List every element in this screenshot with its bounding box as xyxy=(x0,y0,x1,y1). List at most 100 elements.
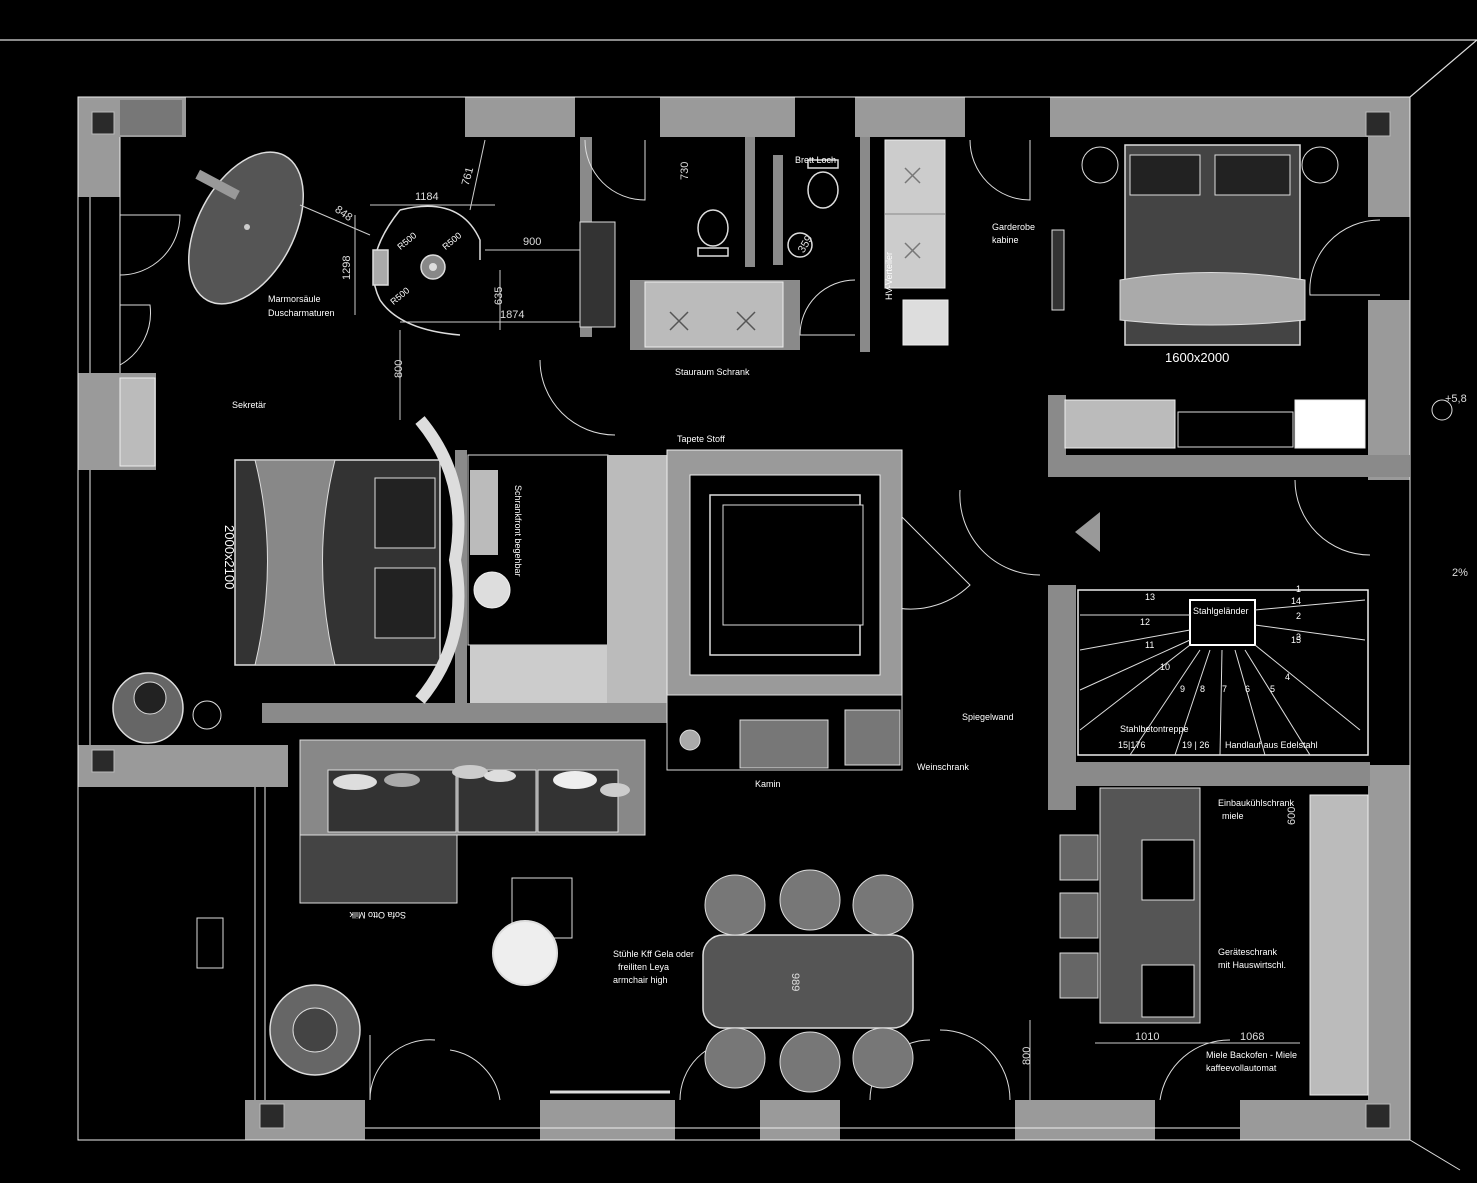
dim-989: 989 xyxy=(789,973,801,991)
stair-step-11: 11 xyxy=(1145,640,1154,650)
frame-corner-line-2 xyxy=(1409,1139,1461,1171)
dim-635: 635 xyxy=(493,287,505,305)
stair-step-8: 8 xyxy=(1200,684,1205,694)
stair-step-5: 5 xyxy=(1270,684,1275,694)
label-stuehle1: Stühle Kff Gela oder xyxy=(613,949,694,959)
label-treppe-dim2: 19 | 26 xyxy=(1182,740,1209,750)
tv-screen xyxy=(722,504,864,626)
label-stuehle2: freiliten Leya xyxy=(618,962,669,972)
sofa xyxy=(299,739,646,904)
guest-bench xyxy=(1177,411,1294,448)
lounge-chair xyxy=(269,984,361,1076)
coffee-table xyxy=(492,920,558,986)
dim-1068: 1068 xyxy=(1240,1031,1264,1043)
stair-step-3: 3 xyxy=(1296,632,1301,642)
label-miele1: Miele Backofen - Miele xyxy=(1206,1050,1297,1060)
closet-cabinet-side xyxy=(607,455,667,703)
kitchen-cabinets xyxy=(1309,794,1369,1096)
label-duscharmaturen: Duscharmaturen xyxy=(268,308,335,318)
label-slope: 2% xyxy=(1452,567,1468,579)
stauraum-cabinet xyxy=(644,281,784,348)
dim-800: 800 xyxy=(393,360,405,378)
kamin-sink xyxy=(679,729,701,751)
guest-cabinet xyxy=(1294,399,1366,449)
label-garderobe2: kabine xyxy=(992,235,1019,245)
dim-1010: 1010 xyxy=(1135,1031,1159,1043)
stair-step-7: 7 xyxy=(1222,684,1227,694)
label-weinschrank: Weinschrank xyxy=(917,762,969,772)
island-cooktop xyxy=(1141,839,1195,901)
label-geraete2: mit Hauswirtschl. xyxy=(1218,960,1286,970)
staircase xyxy=(1077,589,1369,756)
stair-step-4: 4 xyxy=(1285,672,1290,682)
frame-corner-line xyxy=(1409,39,1477,98)
dim-r500b: R500 xyxy=(440,230,463,251)
weinschrank xyxy=(844,709,901,766)
dim-730: 730 xyxy=(679,162,691,180)
label-spiegelwand: Spiegelwand xyxy=(962,712,1014,722)
bathtub xyxy=(187,151,305,305)
label-tapete: Tapete Stoff xyxy=(677,434,725,444)
island-sink xyxy=(1141,964,1195,1018)
hv-crosses xyxy=(904,167,921,259)
closet-pouf xyxy=(473,571,511,609)
dim-900: 900 xyxy=(523,236,541,248)
label-garderobe1: Garderobe xyxy=(992,222,1035,232)
guest-desk xyxy=(1064,399,1176,449)
shower-dims xyxy=(299,139,590,420)
label-sofa: Sofa Otto Milk xyxy=(349,910,406,920)
kamin xyxy=(739,719,829,769)
label-stahlgelaender: Stahlgeländer xyxy=(1193,606,1249,616)
shoe-rack xyxy=(902,299,949,346)
dining-table xyxy=(702,934,914,1029)
dining-chairs xyxy=(704,869,914,1093)
label-bed-master: 2000x2100 xyxy=(222,525,237,589)
stair-step-1: 1 xyxy=(1296,584,1301,594)
sideboard xyxy=(196,917,224,969)
dim-r500a: R500 xyxy=(395,230,418,251)
garderobe-rail xyxy=(1051,229,1065,311)
armchair-bedroom xyxy=(112,672,222,744)
stair-step-10: 10 xyxy=(1160,662,1170,672)
wall-outlines xyxy=(77,96,1411,1141)
dim-800-kitchen: 800 xyxy=(1021,1047,1033,1065)
kitchen-dims xyxy=(1029,1020,1300,1100)
label-miele2: kaffeevollautomat xyxy=(1206,1063,1277,1073)
columns xyxy=(91,111,1391,1129)
label-marmorsaeule: Marmorsäule xyxy=(268,294,321,304)
guest-bed xyxy=(1081,144,1339,346)
label-handlauf: Handlauf aus Edelstahl xyxy=(1225,740,1318,750)
toilets xyxy=(697,159,839,258)
stair-step-14: 14 xyxy=(1291,596,1301,606)
dim-761: 761 xyxy=(460,166,476,187)
dim-600: 600 xyxy=(1286,807,1298,825)
dim-1184: 1184 xyxy=(415,191,439,203)
master-bed xyxy=(234,416,465,704)
stair-step-13: 13 xyxy=(1145,592,1155,602)
stair-step-6: 6 xyxy=(1245,684,1250,694)
hatched-panel xyxy=(120,100,182,135)
closet-bench xyxy=(470,470,498,555)
label-stauraum: Stauraum Schrank xyxy=(675,367,750,377)
dim-848: 848 xyxy=(333,204,355,224)
label-bed-guest: 1600x2000 xyxy=(1165,350,1229,365)
label-treppe-dim1: 15|176 xyxy=(1118,740,1145,750)
label-einbau1: Einbaukühlschrank xyxy=(1218,798,1295,808)
label-brett: Brett Loch xyxy=(795,155,836,165)
label-sekretaer: Sekretär xyxy=(232,400,266,410)
stair-step-12: 12 xyxy=(1140,617,1150,627)
label-einbau2: miele xyxy=(1222,811,1244,821)
dim-r500c: R500 xyxy=(388,285,411,306)
level-marker xyxy=(1431,399,1453,421)
door-arcs xyxy=(119,139,1381,1101)
stair-step-9: 9 xyxy=(1180,684,1185,694)
label-stuehle3: armchair high xyxy=(613,975,668,985)
dim-1298: 1298 xyxy=(341,256,353,280)
vanity xyxy=(579,221,616,328)
cabinet-crosses xyxy=(669,311,756,331)
label-kamin: Kamin xyxy=(755,779,781,789)
label-schrank: Schrankfront begehbar xyxy=(513,485,523,577)
shower xyxy=(372,205,481,336)
